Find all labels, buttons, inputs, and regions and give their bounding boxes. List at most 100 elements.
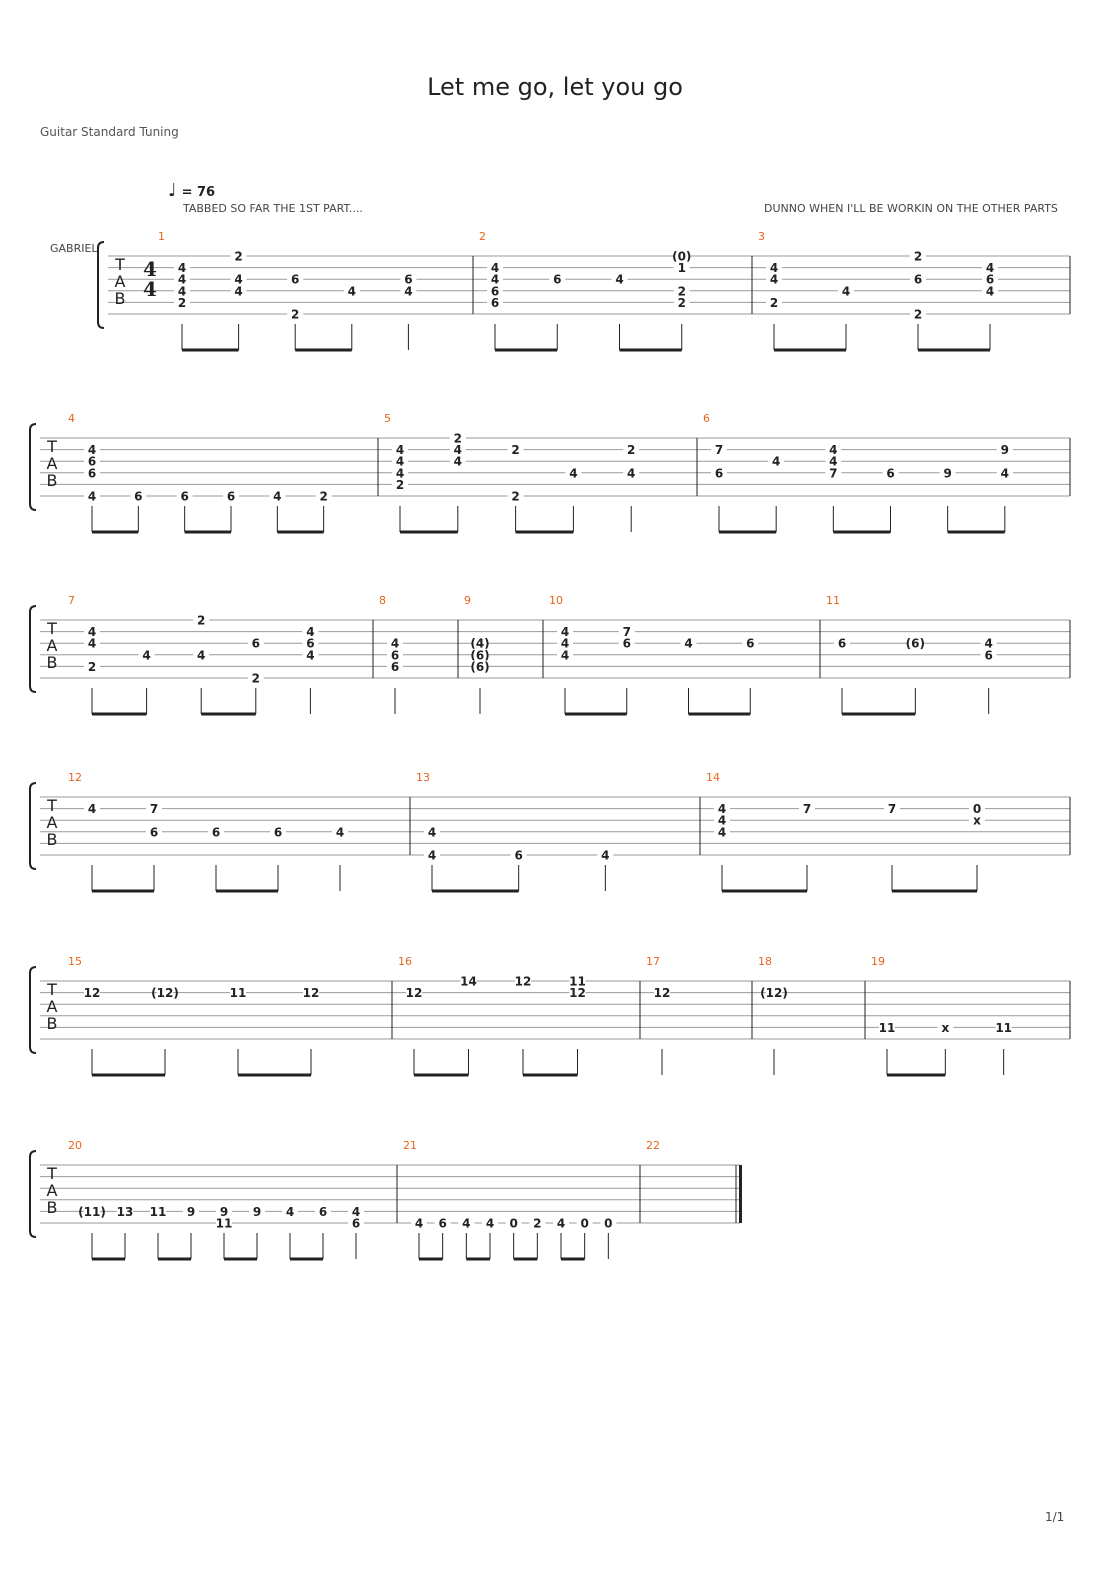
- fret-mask: [84, 625, 100, 638]
- fret-number: 4: [986, 261, 994, 275]
- fret-number: 14: [460, 975, 477, 989]
- fret-mask: [458, 1217, 475, 1229]
- system-bracket: [29, 605, 37, 693]
- fret-mask: [343, 284, 360, 297]
- fret-number: 2: [396, 478, 404, 492]
- fret-mask: [176, 490, 193, 502]
- fret-number: 4: [561, 625, 569, 639]
- fret-mask: [460, 975, 477, 987]
- fret-mask: [611, 273, 628, 286]
- fret-number: 7: [150, 802, 158, 816]
- fret-number: 13: [117, 1205, 134, 1219]
- fret-mask: [569, 986, 586, 999]
- fret-mask: [130, 490, 147, 502]
- fret-mask: [673, 296, 690, 309]
- fret-mask: [996, 466, 1013, 479]
- fret-number: 6: [491, 284, 499, 298]
- measure-number: 12: [68, 771, 82, 784]
- fret-number: 4: [273, 490, 281, 504]
- fret-number: 2: [770, 296, 778, 310]
- tab-clef-letter: A: [115, 272, 126, 291]
- fret-number: 4: [88, 490, 96, 504]
- fret-mask: [623, 443, 640, 456]
- fret-mask: [505, 1217, 522, 1229]
- measure-number: 6: [703, 412, 710, 425]
- fret-mask: [766, 261, 782, 274]
- fret-number: 4: [986, 284, 994, 298]
- fret-mask: [269, 490, 286, 502]
- fret-number: 4: [561, 648, 569, 662]
- fret-mask: [193, 614, 210, 626]
- fret-mask: [673, 250, 690, 262]
- fret-number: 2: [252, 672, 260, 686]
- fret-number: 4: [415, 1217, 423, 1231]
- fret-number: 6: [180, 490, 188, 504]
- fret-number: 6: [838, 637, 846, 651]
- fret-number: 6: [150, 825, 158, 839]
- fret-mask: [84, 455, 100, 468]
- fret-mask: [174, 273, 190, 286]
- tab-clef-letter: A: [47, 813, 58, 832]
- measure-number: 22: [646, 1139, 660, 1152]
- measure-number: 4: [68, 412, 75, 425]
- fret-number: (6): [470, 660, 489, 674]
- fret-mask: [714, 802, 730, 815]
- measure-number: 19: [871, 955, 885, 968]
- fret-mask: [138, 648, 155, 661]
- fret-mask: [825, 466, 842, 479]
- fret-number: 4: [561, 637, 569, 651]
- fret-number: 4: [348, 284, 356, 298]
- fret-number: 4: [178, 261, 186, 275]
- fret-number: 6: [252, 637, 260, 651]
- tab-clef-letter: A: [47, 636, 58, 655]
- fret-number: 4: [352, 1205, 360, 1219]
- tab-clef-letter: B: [47, 830, 58, 849]
- fret-mask: [146, 825, 162, 838]
- fret-mask: [487, 284, 503, 297]
- fret-number: 2: [178, 296, 186, 310]
- fret-mask: [302, 637, 319, 650]
- fret-mask: [673, 284, 690, 297]
- fret-mask: [174, 296, 190, 309]
- measure-number: 11: [826, 594, 840, 607]
- fret-number: 2: [88, 660, 96, 674]
- fret-number: 0: [973, 802, 981, 816]
- fret-number: 7: [623, 625, 631, 639]
- fret-number: 6: [88, 455, 96, 469]
- fret-mask: [282, 1205, 298, 1218]
- fret-number: 2: [678, 296, 686, 310]
- fret-mask: [392, 455, 408, 468]
- fret-mask: [576, 1217, 593, 1229]
- fret-number: 2: [914, 250, 922, 264]
- tab-clef-letter: T: [46, 796, 57, 815]
- measure-number: 13: [416, 771, 430, 784]
- fret-number: 4: [462, 1217, 470, 1231]
- fret-number: 6: [291, 273, 299, 287]
- fret-mask: [673, 261, 690, 274]
- fret-mask: [507, 443, 524, 456]
- fret-mask: [910, 273, 926, 286]
- fret-mask: [838, 284, 854, 297]
- fret-mask: [711, 466, 727, 479]
- annotation-right: DUNNO WHEN I'LL BE WORKIN ON THE OTHER P…: [764, 202, 1058, 215]
- tempo-value: = 76: [181, 185, 216, 200]
- tab-clef-letter: B: [47, 471, 58, 490]
- tab-clef-letter: T: [46, 980, 57, 999]
- fret-mask: [472, 637, 488, 650]
- fret-mask: [714, 814, 730, 827]
- fret-mask: [825, 443, 842, 456]
- fret-number: 4: [718, 825, 726, 839]
- fret-number: 6: [274, 825, 282, 839]
- tuning-label: Guitar Standard Tuning: [40, 125, 179, 139]
- measure-number: 16: [398, 955, 412, 968]
- system-bracket: [29, 782, 37, 870]
- fret-number: 7: [888, 802, 896, 816]
- fret-mask: [711, 443, 727, 456]
- tab-clef-letter: T: [46, 437, 57, 456]
- fret-mask: [487, 261, 503, 274]
- measure-number: 15: [68, 955, 82, 968]
- fret-mask: [348, 1205, 364, 1218]
- fret-mask: [939, 466, 956, 479]
